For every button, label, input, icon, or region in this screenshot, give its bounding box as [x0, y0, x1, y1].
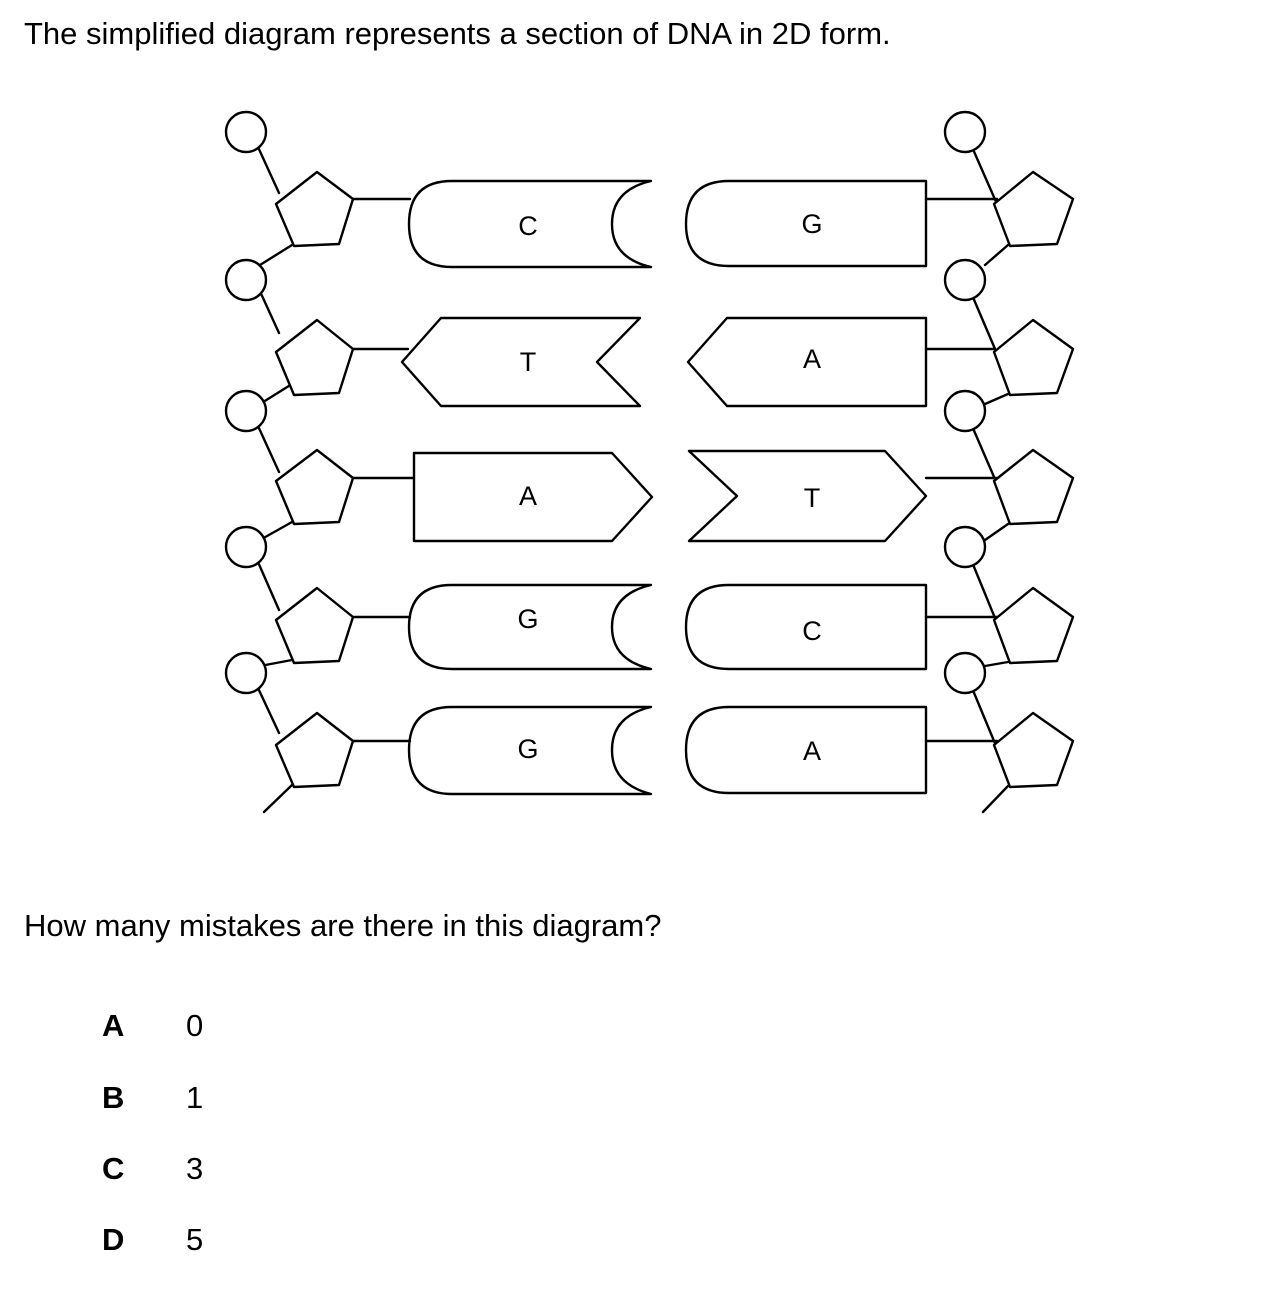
option-value: 5 — [186, 1222, 204, 1257]
left-base-T — [400, 316, 642, 408]
left-base-label: G — [517, 604, 538, 634]
sugar-pentagon — [274, 711, 355, 789]
sugar-pentagon — [274, 170, 355, 248]
phosphate-circle — [224, 110, 268, 154]
sugar-pentagon — [274, 586, 355, 665]
option-letter: A — [102, 1008, 125, 1043]
left-base-C — [407, 179, 653, 269]
option-letter: D — [102, 1222, 125, 1257]
left-base-label: G — [517, 734, 538, 764]
sugar-pentagon — [274, 318, 355, 397]
phosphate-circle — [943, 110, 987, 154]
left-base-A — [412, 451, 654, 543]
left-phosphates — [224, 110, 268, 695]
right-base-G — [684, 179, 928, 268]
right-phosphates — [943, 110, 987, 695]
right-base-label: G — [801, 209, 822, 239]
sugar-pentagon — [992, 170, 1075, 248]
left-base-label: T — [520, 347, 537, 377]
sugar-pentagon — [992, 448, 1075, 526]
left-base-G-1 — [407, 583, 653, 671]
sugar-pentagon — [274, 448, 355, 526]
left-base-G-2 — [407, 705, 653, 796]
option-letter: C — [102, 1151, 125, 1186]
question-text: How many mistakes are there in this diag… — [24, 908, 662, 943]
phosphate-circle — [224, 258, 268, 302]
phosphate-circle — [943, 525, 987, 569]
left-sugars — [274, 170, 355, 789]
right-base-label: T — [804, 483, 821, 513]
option-value: 3 — [186, 1151, 204, 1186]
right-base-label: A — [803, 344, 821, 374]
right-base-label: A — [803, 736, 821, 766]
phosphate-circle — [943, 651, 987, 695]
phosphate-circle — [943, 389, 987, 433]
sugar-pentagon — [992, 318, 1075, 397]
right-base-A-2 — [684, 705, 928, 795]
right-base-C — [684, 583, 928, 671]
phosphate-circle — [224, 651, 268, 695]
right-base-label: C — [802, 616, 822, 646]
phosphate-circle — [224, 389, 268, 433]
left-base-label: A — [519, 481, 537, 511]
left-base-label: C — [518, 211, 538, 241]
left-connectors — [351, 197, 416, 743]
intro-text: The simplified diagram represents a sect… — [24, 16, 891, 51]
option-value: 1 — [186, 1080, 204, 1115]
option-value: 0 — [186, 1008, 204, 1043]
right-connectors — [924, 197, 999, 743]
right-sugars — [992, 170, 1075, 789]
phosphate-circle — [943, 258, 987, 302]
right-base-A-1 — [686, 316, 928, 408]
right-base-T — [687, 449, 928, 543]
sugar-pentagon — [992, 586, 1075, 665]
option-letter: B — [102, 1080, 125, 1115]
dna-diagram: C T A G G G A T C A — [224, 110, 1075, 814]
phosphate-circle — [224, 525, 268, 569]
sugar-pentagon — [992, 711, 1075, 789]
